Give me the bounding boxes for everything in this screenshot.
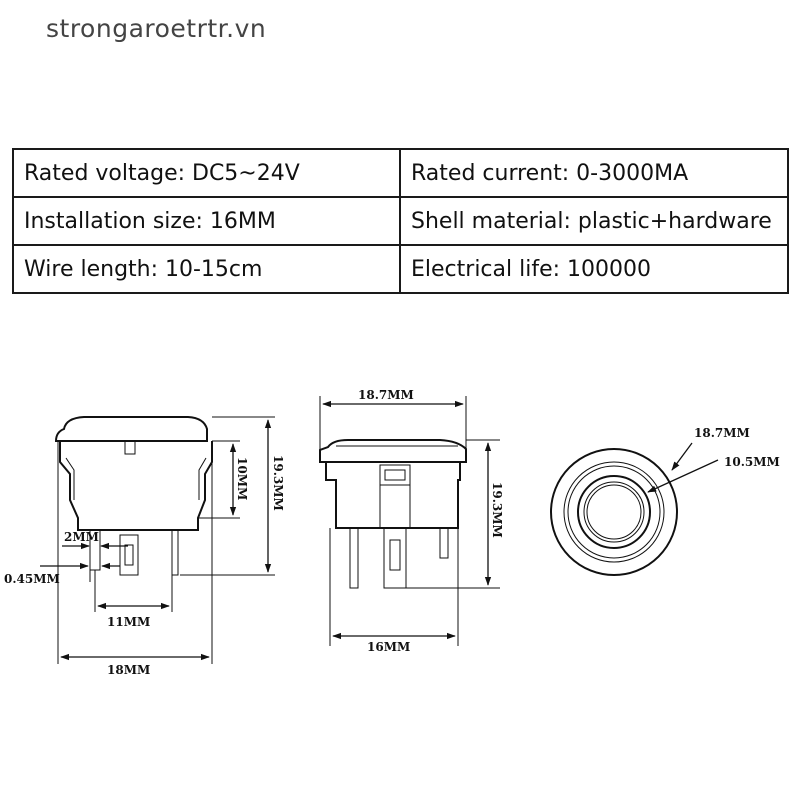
spec-cell: Rated current: 0-3000MA (399, 148, 789, 198)
pin-right (171, 529, 179, 576)
side-height-body-label: 10MM (235, 457, 249, 500)
table-row: Installation size: 16MM Shell material: … (12, 196, 789, 246)
pin-thickness-label: 0.45MM (4, 572, 60, 586)
table-row: Rated voltage: DC5~24V Rated current: 0-… (12, 148, 789, 198)
switch-body (59, 441, 213, 531)
watermark-text: strongaroetrtr.vn (46, 14, 267, 43)
front-body (325, 462, 461, 529)
pin-spacing-label: 11MM (107, 615, 150, 629)
front-width-top-label: 18.7MM (358, 388, 414, 402)
front-pin-center (383, 527, 407, 589)
side-height-total-label: 19.3MM (271, 455, 285, 511)
front-cap (319, 439, 467, 463)
outer-ring (550, 448, 678, 576)
side-view: 19.3MM 10MM 2MM 0.45MM 11MM 18MM (4, 416, 285, 677)
outer-diameter-label: 18.7MM (694, 426, 750, 440)
button-face (586, 484, 642, 540)
spec-table: Rated voltage: DC5~24V Rated current: 0-… (12, 148, 789, 294)
spec-cell: Electrical life: 100000 (399, 244, 789, 294)
spec-cell: Wire length: 10-15cm (12, 244, 401, 294)
front-pin-left (349, 527, 359, 589)
pin-width-label: 2MM (64, 530, 99, 544)
front-view: 18.7MM 19.3MM 16MM (319, 388, 504, 654)
front-height-total-label: 19.3MM (490, 482, 504, 538)
button-diameter-label: 10.5MM (724, 455, 780, 469)
spec-cell: Shell material: plastic+hardware (399, 196, 789, 246)
table-row: Wire length: 10-15cm Electrical life: 10… (12, 244, 789, 294)
spec-cell: Rated voltage: DC5~24V (12, 148, 401, 198)
switch-cap (54, 416, 208, 442)
side-width-label: 18MM (107, 663, 150, 677)
button-ring (577, 475, 651, 549)
front-pin-right (439, 527, 449, 559)
front-width-bottom-label: 16MM (367, 640, 410, 654)
pin-center (119, 534, 139, 576)
spec-cell: Installation size: 16MM (12, 196, 401, 246)
top-view: 18.7MM 10.5MM (550, 426, 780, 576)
